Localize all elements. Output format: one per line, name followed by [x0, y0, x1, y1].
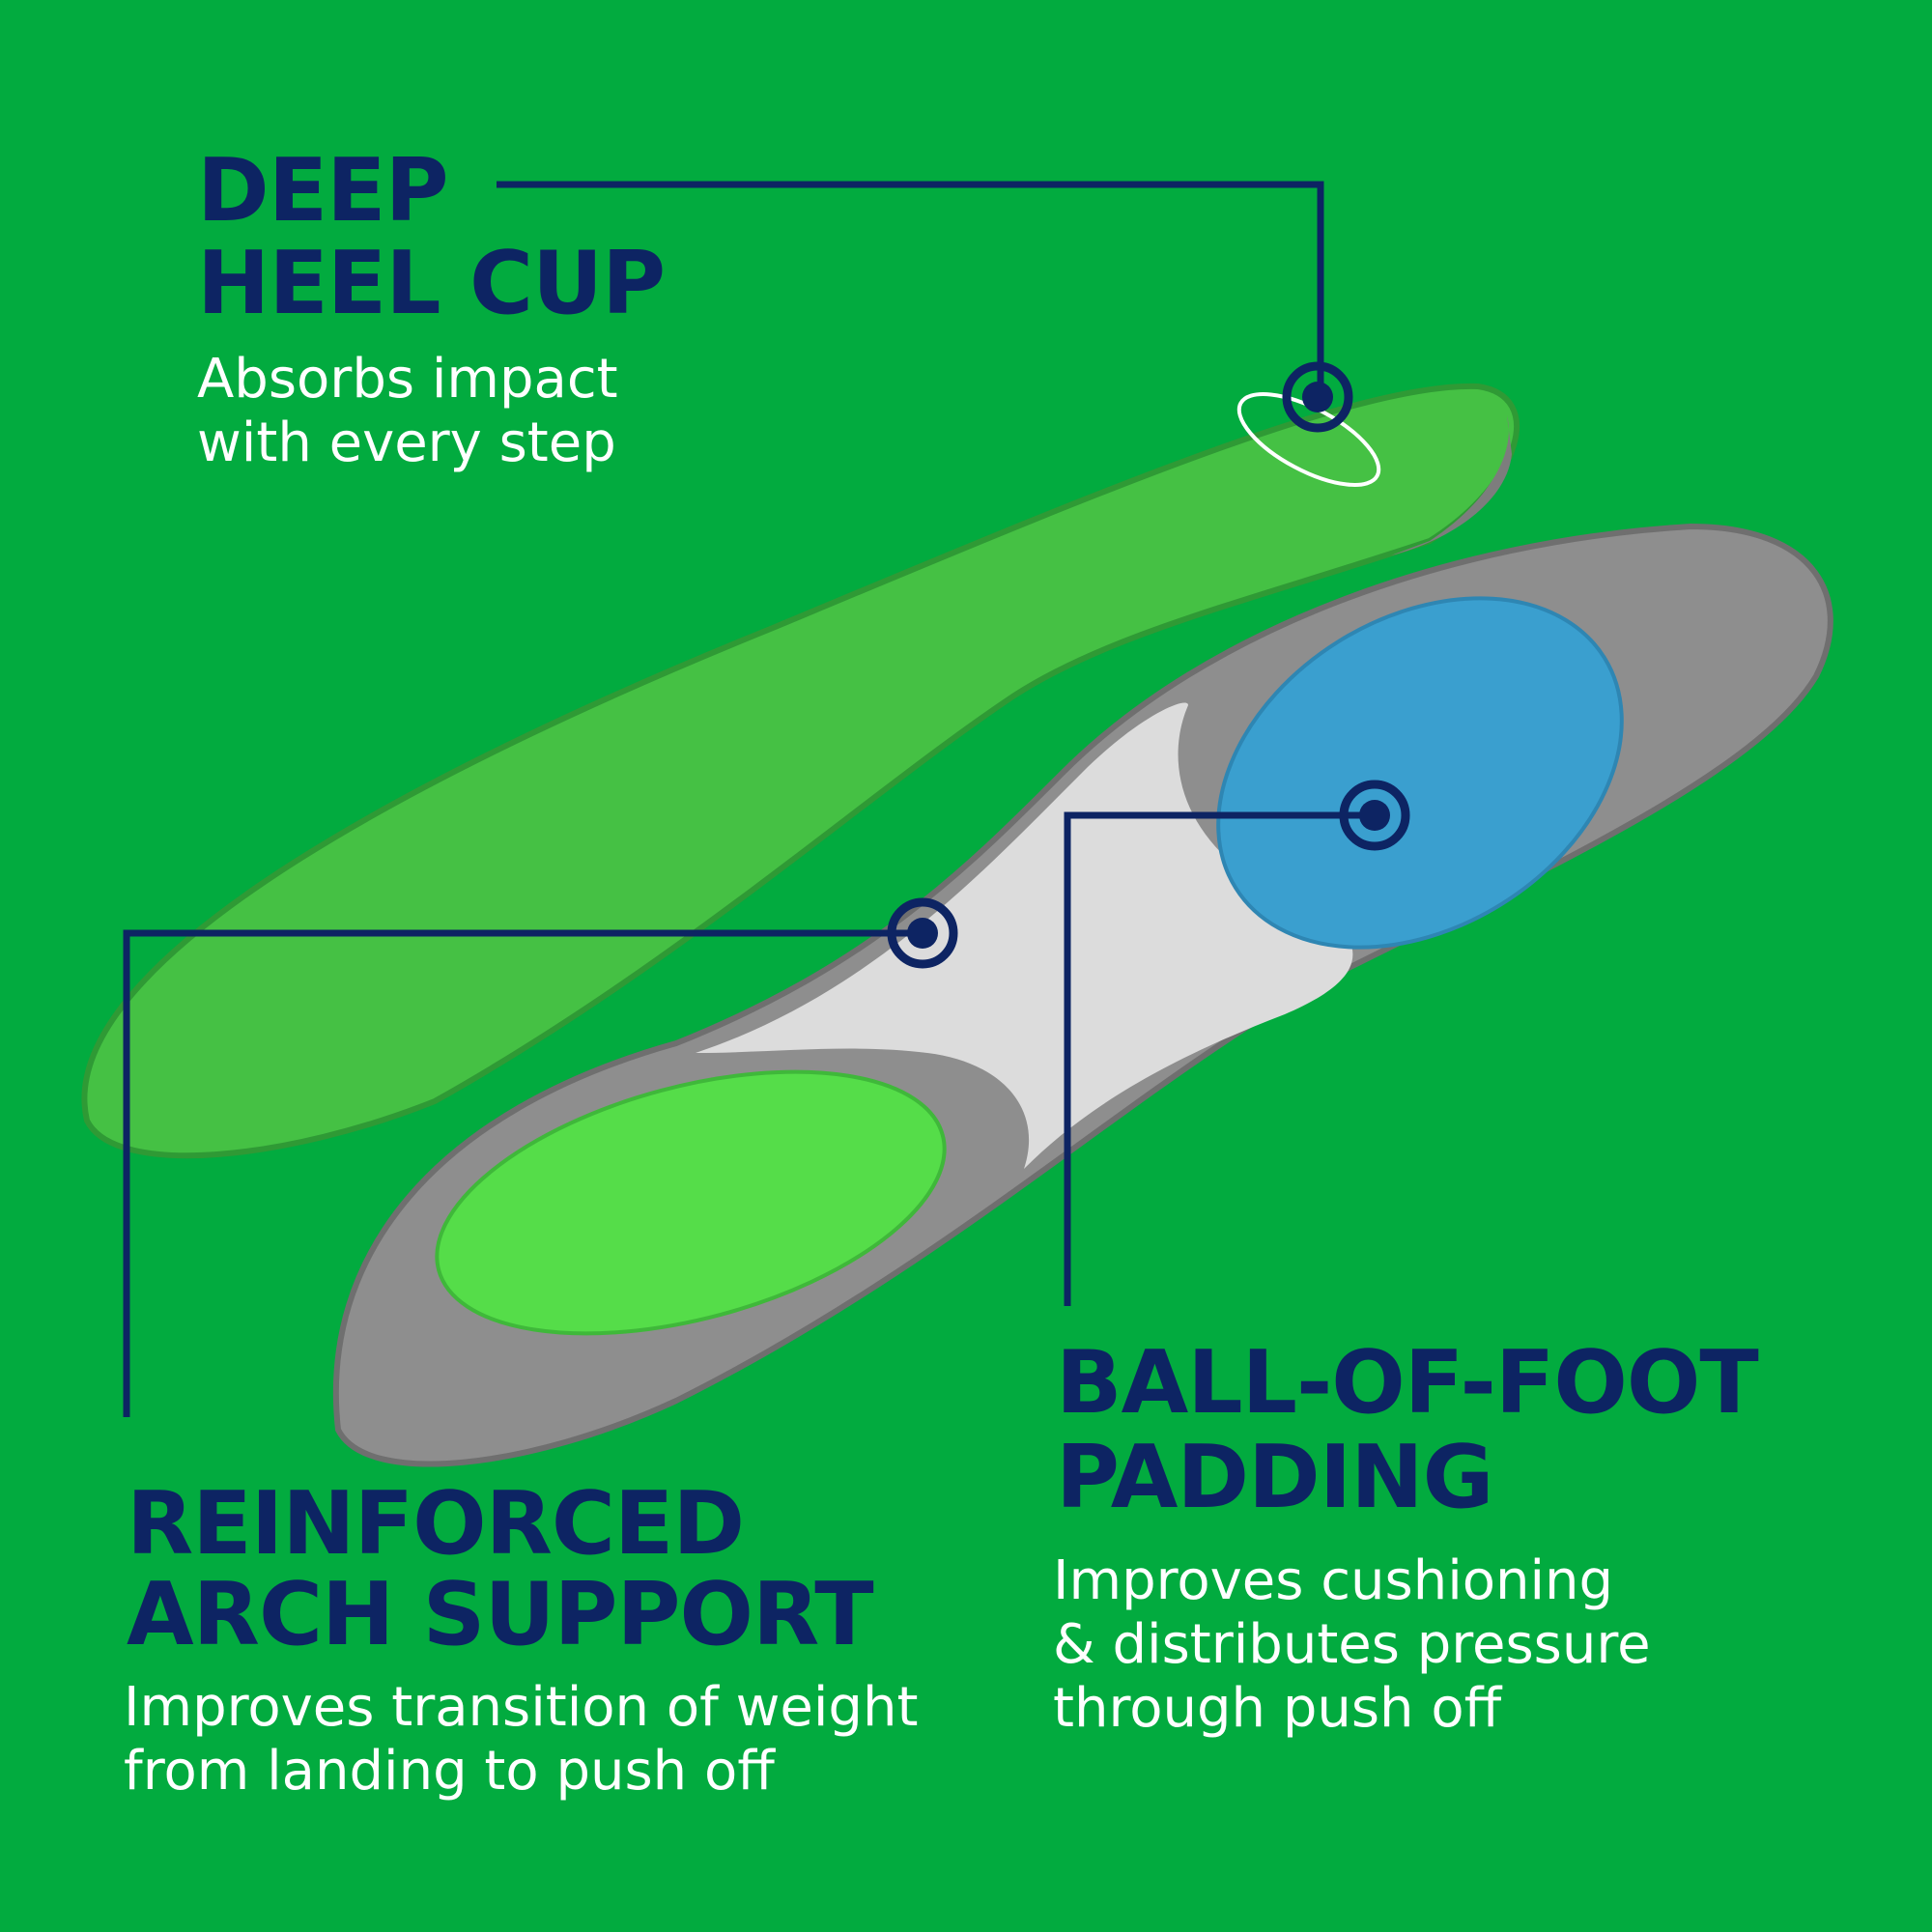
arch-support-region	[696, 702, 1353, 1169]
brand-logo	[1236, 392, 1381, 487]
heel-title-line-2: HEEL CUP	[197, 233, 666, 334]
arch-title-line-2: ARCH SUPPORT	[127, 1564, 874, 1665]
ball-desc-line-2: & distributes pressure	[1053, 1613, 1651, 1676]
ball-of-foot-pad	[1216, 596, 1624, 950]
arch-title-line-1: REINFORCED	[127, 1473, 745, 1575]
arch-desc-line-2: from landing to push off	[124, 1740, 775, 1803]
ball-desc-line-1: Improves cushioning	[1053, 1549, 1614, 1612]
arch-callout-line	[123, 929, 923, 1417]
heel-callout-marker	[1282, 361, 1353, 433]
heel-desc-line-2: with every step	[197, 412, 616, 474]
heel-title-line-1: DEEP	[197, 140, 449, 242]
ball-title-line-1: BALL-OF-FOOT	[1056, 1332, 1759, 1434]
green-insole-side	[1391, 415, 1512, 555]
ball-callout-line	[1064, 811, 1375, 1306]
heel-callout-line	[497, 181, 1324, 397]
heel-desc-line-1: Absorbs impact	[197, 348, 618, 411]
ball-title-line-2: PADDING	[1056, 1427, 1493, 1528]
ball-desc-line-3: through push off	[1053, 1677, 1502, 1740]
arch-desc-line-1: Improves transition of weight	[124, 1676, 919, 1739]
heel-pad	[435, 1069, 947, 1336]
ball-callout-marker	[1339, 780, 1410, 851]
arch-callout-marker	[887, 897, 958, 969]
